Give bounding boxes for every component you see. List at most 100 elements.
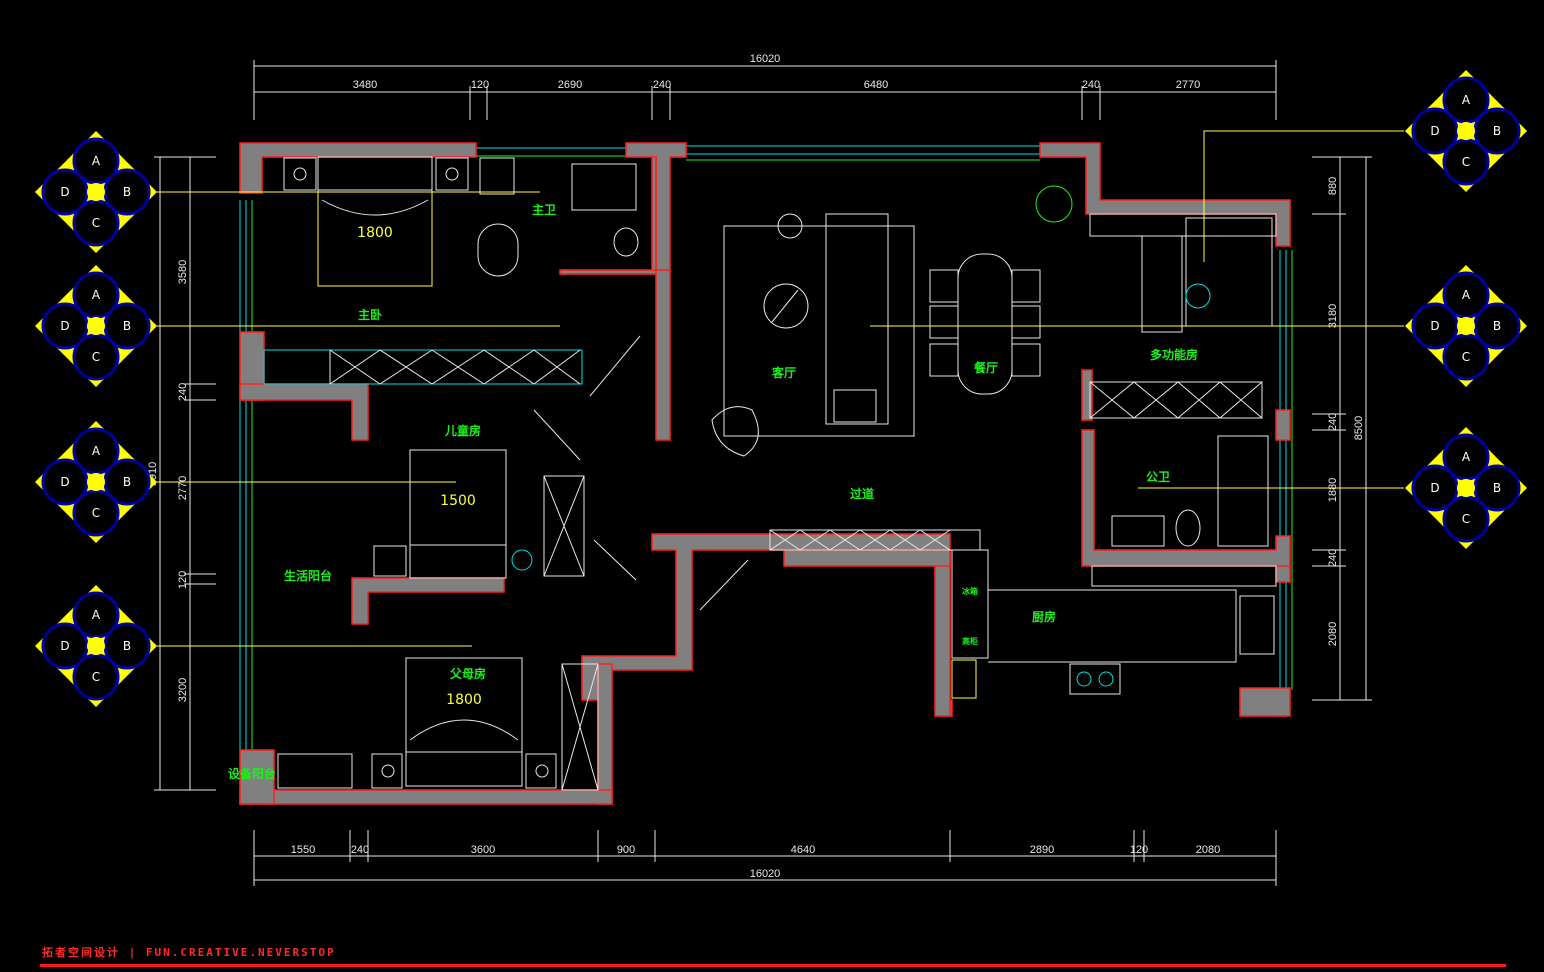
dim-right-seg-4: 1880 <box>1327 478 1339 502</box>
label-equipment-balcony: 设备阳台 <box>228 766 276 781</box>
dim-left-seg-3: 2770 <box>177 476 189 500</box>
dim-left-seg-1: 3580 <box>177 260 189 284</box>
dimension-lines <box>154 60 1372 886</box>
dim-top-seg-1: 3480 <box>353 79 377 91</box>
marker-center <box>1457 317 1475 335</box>
dim-bottom-total: 16020 <box>750 868 781 880</box>
marker-letter: B <box>1493 124 1501 138</box>
elevation-marker: A B C D <box>1405 427 1527 549</box>
marker-letter: D <box>60 475 69 489</box>
marker-letter: D <box>60 639 69 653</box>
marker-letter: C <box>92 506 100 520</box>
elevation-marker: A B C D <box>35 421 157 543</box>
label-corridor: 过道 <box>850 486 874 501</box>
footer-slogan: FUN.CREATIVE.NEVERSTOP <box>145 946 336 959</box>
label-master-bath: 主卫 <box>532 202 556 217</box>
bed-width-children: 1500 <box>440 493 476 509</box>
dim-bottom-seg-1: 1550 <box>291 844 315 856</box>
elevation-markers: A B C D A B C D A B C D A B C D A B C D A B C D A B C D <box>35 70 1527 707</box>
dim-top-seg-3: 2690 <box>558 79 582 91</box>
marker-letter: B <box>123 185 131 199</box>
dim-bottom-seg-7: 120 <box>1130 844 1148 856</box>
dim-left-seg-4: 120 <box>177 571 189 589</box>
marker-center <box>1457 122 1475 140</box>
marker-letter: A <box>92 288 101 302</box>
elevation-marker: A B C D <box>35 131 157 253</box>
marker-letter: B <box>123 319 131 333</box>
marker-letter: D <box>1430 124 1439 138</box>
marker-letter: C <box>1462 155 1470 169</box>
marker-letter: C <box>92 670 100 684</box>
marker-letter: D <box>1430 319 1439 333</box>
footer-brand-name: 拓者空间设计 <box>42 946 120 959</box>
footer-divider <box>40 964 1506 967</box>
walls <box>239 142 1291 805</box>
marker-letter: B <box>1493 319 1501 333</box>
dim-right-texts: 880 3180 240 1880 240 2080 8500 <box>1327 177 1365 646</box>
label-master-bedroom: 主卧 <box>358 307 382 322</box>
dim-right-seg-3: 240 <box>1327 413 1339 431</box>
label-living-room: 客厅 <box>771 365 796 380</box>
dim-right-seg-2: 3180 <box>1327 304 1339 328</box>
dim-top-total: 16020 <box>750 53 781 65</box>
footer-separator: | <box>128 946 138 959</box>
label-living-balcony: 生活阳台 <box>284 568 332 583</box>
marker-letter: B <box>123 639 131 653</box>
dim-bottom-seg-5: 4640 <box>791 844 815 856</box>
marker-letter: A <box>1462 93 1471 107</box>
bed-width-master: 1800 <box>357 225 393 241</box>
marker-letter: C <box>92 216 100 230</box>
label-children-room: 儿童房 <box>444 423 481 438</box>
elevation-marker: A B C D <box>1405 70 1527 192</box>
dim-bottom-seg-6: 2890 <box>1030 844 1054 856</box>
dim-bottom-seg-4: 900 <box>617 844 635 856</box>
marker-letter: C <box>1462 512 1470 526</box>
label-kitchen-cabinet: 高柜 <box>962 636 978 646</box>
dim-right-seg-5: 240 <box>1327 549 1339 567</box>
label-parents-room: 父母房 <box>449 666 486 681</box>
marker-letter: A <box>1462 288 1471 302</box>
marker-letter: A <box>92 608 101 622</box>
elevation-marker: A B C D <box>35 265 157 387</box>
dim-left-seg-2: 240 <box>177 383 189 401</box>
elevation-marker: A B C D <box>1405 265 1527 387</box>
dim-left-seg-5: 3200 <box>177 678 189 702</box>
marker-letter: D <box>60 319 69 333</box>
dim-bottom-seg-2: 240 <box>351 844 369 856</box>
dim-top-seg-6: 240 <box>1082 79 1100 91</box>
marker-letter: A <box>92 444 101 458</box>
marker-letter: C <box>92 350 100 364</box>
marker-letter: B <box>1493 481 1501 495</box>
marker-center <box>1457 479 1475 497</box>
windows <box>239 145 1293 750</box>
dim-top-seg-2: 120 <box>471 79 489 91</box>
footer-brand: 拓者空间设计 | FUN.CREATIVE.NEVERSTOP <box>42 944 336 960</box>
label-kitchen-fridge: 冰箱 <box>962 586 978 596</box>
marker-letter: B <box>123 475 131 489</box>
dim-top-seg-5: 6480 <box>864 79 888 91</box>
elevation-lines <box>156 130 1404 647</box>
marker-letter: A <box>92 154 101 168</box>
marker-center <box>87 473 105 491</box>
marker-center <box>87 637 105 655</box>
dim-top-seg-4: 240 <box>653 79 671 91</box>
marker-letter: D <box>60 185 69 199</box>
marker-letter: A <box>1462 450 1471 464</box>
bed-width-parents: 1800 <box>446 692 482 708</box>
label-multi-function-room: 多功能房 <box>1150 347 1198 362</box>
label-public-bath: 公卫 <box>1146 470 1170 484</box>
marker-center <box>87 317 105 335</box>
marker-center <box>87 183 105 201</box>
dim-right-total: 8500 <box>1353 416 1365 440</box>
marker-letter: D <box>1430 481 1439 495</box>
label-kitchen: 厨房 <box>1032 609 1056 624</box>
dim-bottom-seg-3: 3600 <box>471 844 495 856</box>
furniture <box>263 156 1277 791</box>
dim-bottom-seg-8: 2080 <box>1196 844 1220 856</box>
dim-right-seg-1: 880 <box>1327 177 1339 195</box>
dim-top-seg-7: 2770 <box>1176 79 1200 91</box>
label-dining-room: 餐厅 <box>974 360 998 375</box>
dim-right-seg-6: 2080 <box>1327 622 1339 646</box>
marker-letter: C <box>1462 350 1470 364</box>
